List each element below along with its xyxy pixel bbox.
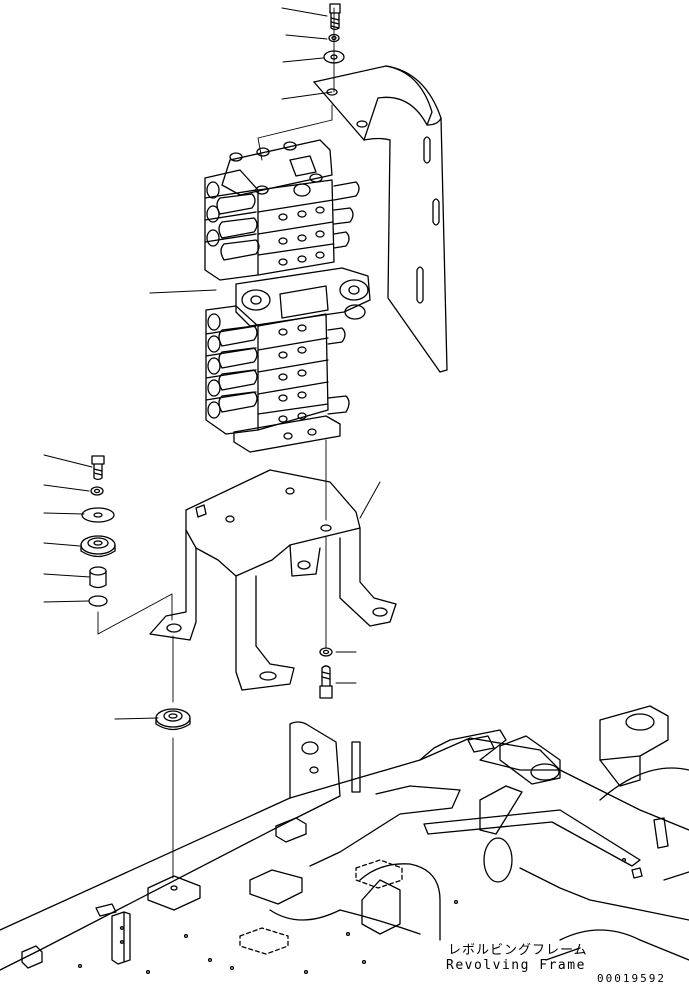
left-plain-washer (89, 596, 107, 606)
stand-bolt (320, 666, 332, 698)
left-bolt (92, 456, 104, 480)
top-flat-washer (324, 51, 344, 63)
left-collar (90, 567, 106, 588)
valve-middle-connector (236, 268, 370, 326)
left-flat-washer (82, 508, 114, 522)
leader-lines (44, 8, 380, 719)
assembly-centerlines (98, 8, 334, 878)
top-spring-washer (329, 35, 339, 42)
main-control-valve (205, 140, 370, 452)
lower-rubber-mount (156, 709, 190, 730)
revolving-frame-label-en: Revolving Frame (446, 958, 586, 973)
left-spring-washer (91, 487, 103, 495)
valve-mounting-stand (150, 470, 396, 690)
upper-spool-ends (207, 182, 259, 260)
lower-spool-ends (208, 314, 257, 418)
control-valve-cover-bracket (314, 66, 447, 372)
left-rubber-mount (81, 536, 115, 557)
lower-port-holes (279, 325, 306, 422)
stand-spring-washer (320, 648, 332, 656)
upper-port-holes (279, 207, 324, 265)
revolving-frame-label-jp: レボルビングフレーム (448, 943, 588, 958)
top-mounting-bolt (330, 4, 340, 30)
revolving-frame (0, 706, 689, 973)
drawing-number: 00019592 (597, 972, 666, 985)
